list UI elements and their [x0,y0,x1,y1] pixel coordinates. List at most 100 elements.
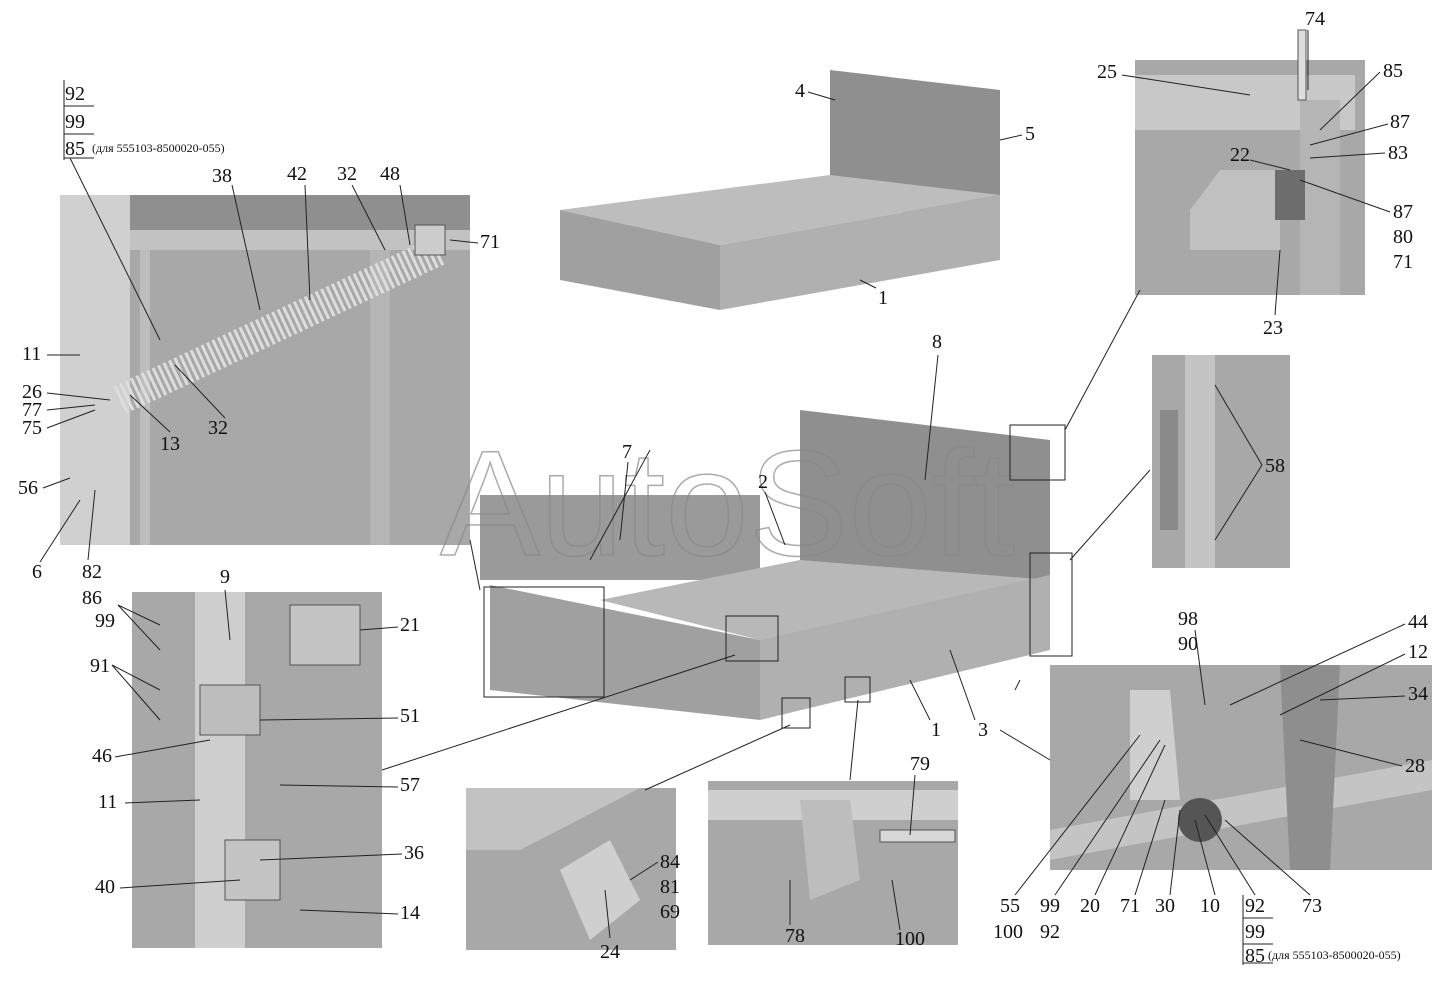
part-label: 8 [932,331,942,353]
leader-line [111,664,161,721]
leader-line [1134,799,1166,896]
leader-line [629,861,659,881]
part-label: 1 [931,719,941,741]
part-label: 78 [785,925,805,947]
leader-line [117,604,161,626]
part-label: 9 [220,566,230,588]
leader-line [69,157,161,341]
part-label: 84 [660,851,680,873]
detail-pin-79 [708,781,958,945]
detail-lock-bottom-right [1050,665,1432,870]
leader-line [1319,71,1381,131]
part-label: 74 [1305,8,1325,30]
part-label: 3 [978,719,988,741]
leader-line [87,489,96,561]
part-label: 57 [400,774,420,796]
part-label: 85 [1383,60,1403,82]
leader-line [279,784,399,788]
part-label: 11 [98,791,117,813]
leader-line [807,91,836,101]
leader-line [999,134,1023,141]
leader-line [46,409,96,429]
leader-line [1194,629,1206,706]
part-label: 92 [1040,921,1060,943]
part-label: 83 [1388,142,1408,164]
leader-line [174,364,226,419]
part-label: 71 [1393,251,1413,273]
leader-line [1224,819,1311,896]
part-label: 75 [22,417,42,439]
part-label: 80 [1393,226,1413,248]
part-label: 48 [380,163,400,185]
leader-line [1299,179,1391,213]
part-label: 87 [1393,201,1413,223]
leader-line [1299,739,1403,767]
leader-line [909,774,916,836]
part-label: 100 [895,928,925,950]
truck-body-main [480,410,1050,720]
part-label: 32 [337,163,357,185]
part-label: 2 [758,471,768,493]
part-label: 71 [1120,895,1140,917]
leader-line [449,239,479,244]
variant-note: (для 555103-8500020-055) [92,141,225,155]
leader-line [129,394,171,433]
leader-line [644,724,791,791]
part-label: 85 [65,138,85,160]
leader-line [1194,819,1216,896]
part-label: 92 [65,83,85,105]
leader-line [399,184,411,246]
part-label: 90 [1178,633,1198,655]
detail-latches-right [1152,355,1290,568]
leader-line [1014,734,1141,896]
part-label: 99 [65,111,85,133]
part-label: 71 [480,231,500,253]
leader-line [1274,249,1281,316]
leader-line [849,699,859,781]
part-label: 34 [1408,683,1428,705]
part-label: 58 [1265,455,1285,477]
leader-line [1249,159,1291,171]
leader-line [891,879,901,931]
leader-line [859,279,877,289]
detail-hinge-bottom-left [132,592,382,948]
callout-frame [725,615,779,662]
leader-line [117,604,161,651]
part-label: 20 [1080,895,1100,917]
callout-frame [1029,552,1073,657]
leader-line [1069,469,1151,561]
part-label: 79 [910,753,930,775]
part-label: 25 [1097,61,1117,83]
leader-line [119,879,241,889]
part-label: 87 [1390,111,1410,133]
part-label: 40 [95,876,115,898]
part-label: 99 [1040,895,1060,917]
leader-line [1204,814,1256,896]
leader-line [1214,384,1263,466]
leader-line [1054,739,1161,896]
part-label: 46 [92,745,112,767]
part-label: 82 [82,561,102,583]
leader-line [1309,123,1389,146]
part-label: 5 [1025,123,1035,145]
part-label: 44 [1408,611,1428,633]
part-label: 26 [22,381,42,403]
part-label: 55 [1000,895,1020,917]
leader-line [469,539,481,591]
part-label: 12 [1408,641,1428,663]
variant-note: (для 555103-8500020-055) [1268,948,1401,962]
leader-line [114,739,211,758]
part-label: 11 [22,343,41,365]
leader-line [909,679,931,721]
part-label: 13 [160,433,180,455]
part-label: 91 [90,655,110,677]
part-label: 24 [600,941,620,963]
part-label: 38 [212,165,232,187]
part-label: 4 [795,80,805,102]
leader-line [1094,744,1166,896]
leader-line [299,909,399,915]
leader-line [924,354,939,481]
leader-line [1214,464,1263,541]
